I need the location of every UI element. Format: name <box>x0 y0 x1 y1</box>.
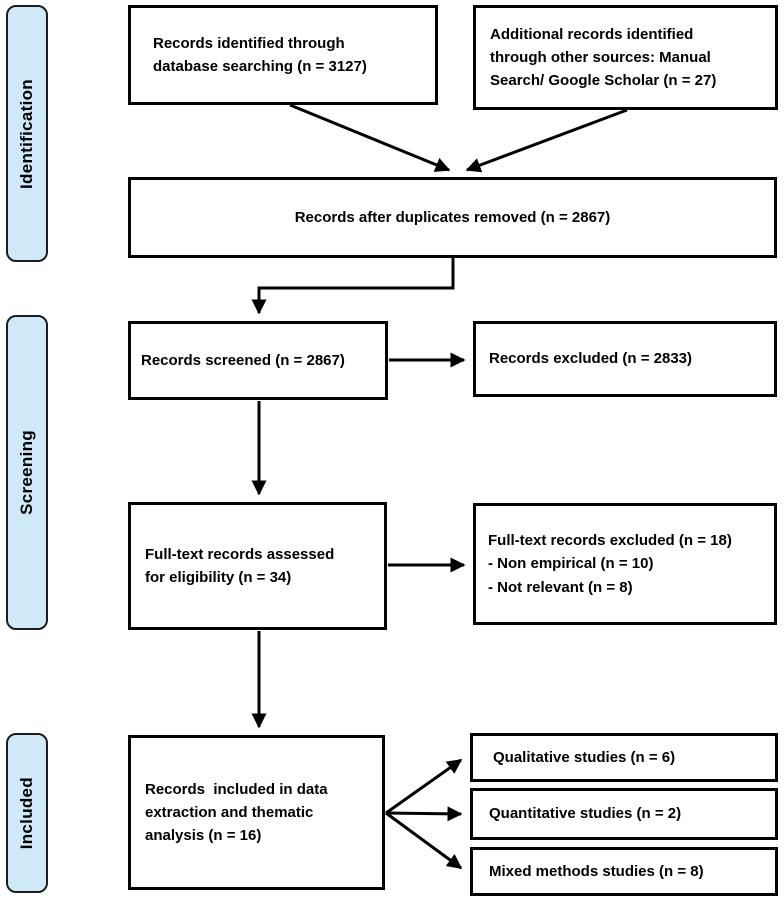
box-fulltext-assessed-line2: for eligibility (n = 34) <box>145 569 292 586</box>
box-records-screened-text: Records screened (n = 2867) <box>141 351 345 369</box>
box-qualitative-studies: Qualitative studies (n = 6) <box>470 733 778 782</box>
box-additional-records-other-sources: Additional records identified through ot… <box>473 5 778 110</box>
arrow-included-to-mixed <box>385 811 463 870</box>
arrow-db-to-duplicates <box>289 103 451 172</box>
stage-label-identification-text: Identification <box>17 78 36 189</box>
box-records-included-analysis: Records included in data extraction and … <box>128 735 385 890</box>
box-additional-records-line1: Additional records identified <box>490 25 694 43</box>
arrow-included-to-quantitative <box>385 806 463 822</box>
arrow-other-to-duplicates <box>465 108 628 173</box>
box-fulltext-excluded: Full-text records excluded (n = 18) - No… <box>473 503 777 625</box>
box-quantitative-studies-text: Quantitative studies (n = 2) <box>489 805 682 823</box>
box-quantitative-studies: Quantitative studies (n = 2) <box>470 788 778 840</box>
stage-label-identification: Identification <box>6 5 48 262</box>
box-qualitative-studies-text: Qualitative studies (n = 6) <box>493 748 676 766</box>
arrow-included-to-qualitative <box>385 758 463 815</box>
box-records-identified-database: Records identified through database sear… <box>128 5 438 105</box>
arrow-duplicates-to-screened <box>251 258 455 315</box>
stage-label-screening: Screening <box>6 315 48 630</box>
box-fulltext-excluded-line2: - Non empirical (n = 10) <box>488 555 654 573</box>
box-records-included-line3: analysis (n = 16) <box>145 827 262 845</box>
box-records-excluded-text: Records excluded (n = 2833) <box>489 350 692 368</box>
box-records-identified-database-line1: Records identified through <box>153 34 345 52</box>
box-records-excluded: Records excluded (n = 2833) <box>473 321 777 397</box>
box-additional-records-line2: through other sources: Manual <box>490 48 711 66</box>
box-records-after-duplicates-removed: Records after duplicates removed (n = 28… <box>128 177 777 258</box>
box-records-included-line2: extraction and thematic <box>145 803 314 821</box>
stage-label-included: Included <box>6 733 48 893</box>
box-fulltext-excluded-line1: Full-text records excluded (n = 18) <box>488 532 732 550</box>
box-additional-records-line3: Search/ Google Scholar (n = 27) <box>490 72 717 90</box>
box-fulltext-excluded-line3: - Not relevant (n = 8) <box>488 578 633 596</box>
box-mixed-methods-studies-text: Mixed methods studies (n = 8) <box>489 862 704 880</box>
box-records-screened: Records screened (n = 2867) <box>128 321 388 400</box>
box-records-included-line1: Records included in data <box>145 780 328 798</box>
box-mixed-methods-studies: Mixed methods studies (n = 8) <box>470 847 778 896</box>
box-records-identified-database-line2: database searching (n = 3127) <box>153 58 367 75</box>
box-fulltext-assessed-line1: Full-text records assessed <box>145 545 335 563</box>
box-duplicates-removed-text: Records after duplicates removed (n = 28… <box>294 208 611 226</box>
box-fulltext-assessed: Full-text records assessed for eligibili… <box>128 502 387 630</box>
stage-label-screening-text: Screening <box>17 430 36 515</box>
stage-label-included-text: Included <box>17 776 36 850</box>
